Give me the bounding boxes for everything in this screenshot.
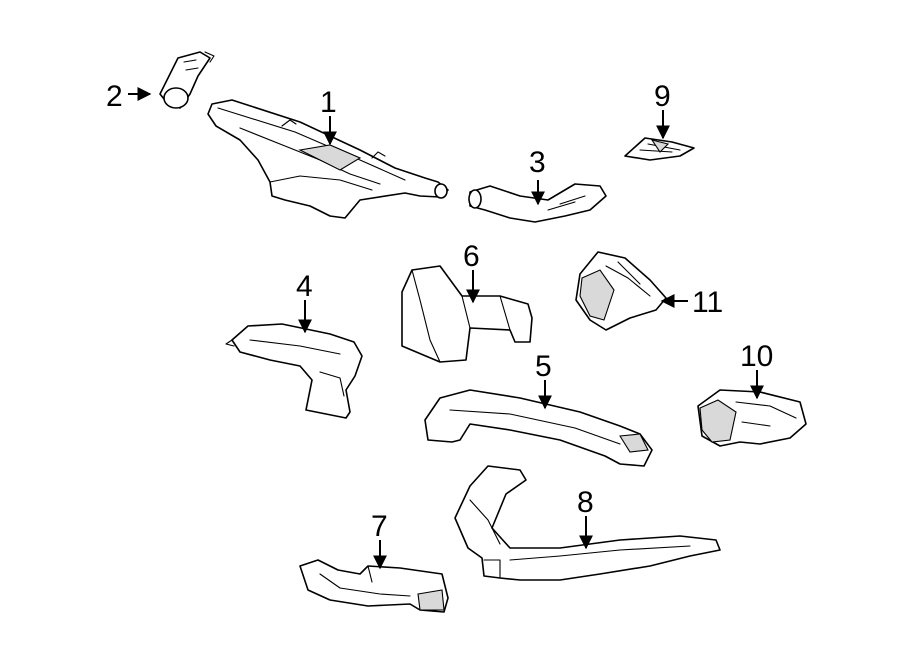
callout-5: 5 [535,350,552,383]
part-8-duct[interactable] [454,465,721,581]
callout-3: 3 [529,146,546,179]
callout-10: 10 [740,340,773,373]
part-2-elbow[interactable] [159,51,215,109]
part-10-vent[interactable] [697,389,807,447]
callout-9: 9 [654,80,671,113]
callout-2: 2 [106,80,123,113]
part-5-duct[interactable] [424,389,653,467]
callout-6: 6 [463,240,480,273]
part-6-duct[interactable] [401,265,533,363]
part-1-duct[interactable] [207,99,449,219]
callout-1: 1 [320,86,337,119]
callout-7: 7 [371,510,388,543]
part-4-duct[interactable] [225,323,363,419]
callout-4: 4 [296,270,313,303]
part-11-vent[interactable] [575,251,667,331]
callout-11: 11 [692,286,723,319]
part-9-vent[interactable] [624,137,695,161]
callout-8: 8 [577,486,594,519]
part-7-duct[interactable] [299,559,449,613]
